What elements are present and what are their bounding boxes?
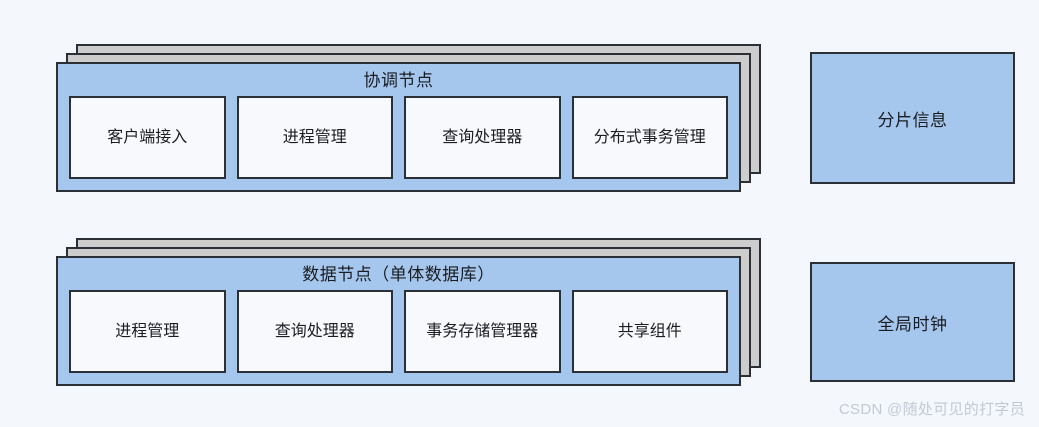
side-box-global-clock[interactable]: 全局时钟 <box>810 262 1015 382</box>
side-box-shard-info[interactable]: 分片信息 <box>810 52 1015 184</box>
node-panel-coordinator[interactable]: 协调节点 客户端接入 进程管理 查询处理器 分布式事务管理 <box>56 62 741 192</box>
node-stack-coordinator: 协调节点 客户端接入 进程管理 查询处理器 分布式事务管理 <box>56 44 761 192</box>
component-box[interactable]: 事务存储管理器 <box>404 290 561 373</box>
component-box[interactable]: 查询处理器 <box>404 96 561 179</box>
component-row: 客户端接入 进程管理 查询处理器 分布式事务管理 <box>58 96 739 190</box>
component-box[interactable]: 共享组件 <box>571 290 728 373</box>
node-panel-title: 数据节点（单体数据库） <box>302 265 495 284</box>
node-stack-data: 数据节点（单体数据库） 进程管理 查询处理器 事务存储管理器 共享组件 <box>56 238 761 386</box>
watermark-text: CSDN @随处可见的打字员 <box>838 401 1025 418</box>
component-row: 进程管理 查询处理器 事务存储管理器 共享组件 <box>58 290 739 384</box>
component-box[interactable]: 进程管理 <box>236 96 393 179</box>
node-panel-data[interactable]: 数据节点（单体数据库） 进程管理 查询处理器 事务存储管理器 共享组件 <box>56 256 741 386</box>
component-box[interactable]: 客户端接入 <box>69 96 226 179</box>
component-box[interactable]: 查询处理器 <box>236 290 393 373</box>
node-panel-title: 协调节点 <box>363 71 434 90</box>
component-box[interactable]: 分布式事务管理 <box>571 96 728 179</box>
component-box[interactable]: 进程管理 <box>69 290 226 373</box>
